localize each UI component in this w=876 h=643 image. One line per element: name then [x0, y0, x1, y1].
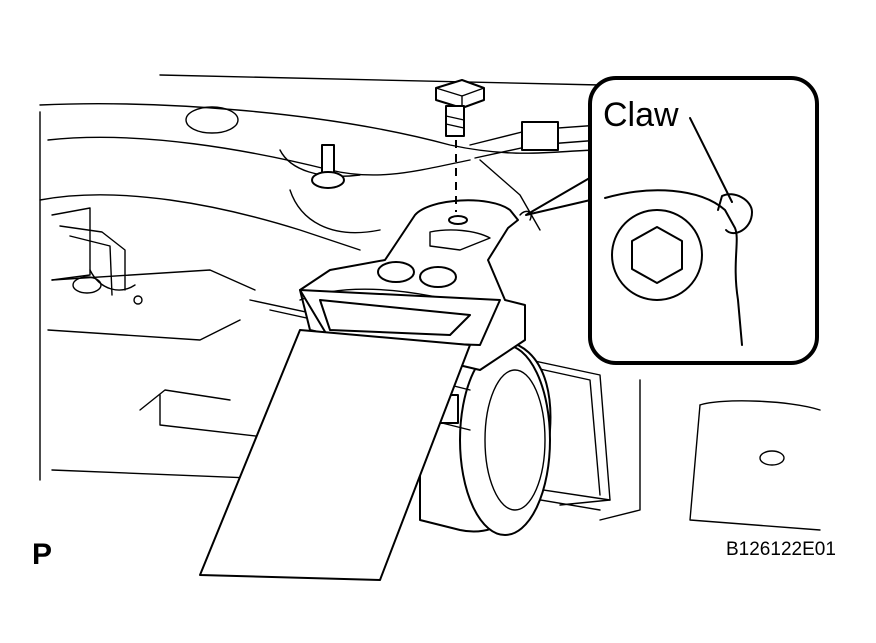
claw-callout-label: Claw: [603, 96, 679, 134]
body-panel-lines: [39, 74, 601, 481]
callout-box: [588, 76, 819, 365]
side-rod-bracket: [51, 207, 136, 296]
figure-id: B126122E01: [726, 539, 836, 560]
wire-harness: [469, 121, 601, 231]
stud-bolt: [311, 144, 345, 189]
view-letter: P: [32, 538, 53, 571]
mounting-bolt: [435, 79, 485, 137]
seatbelt-webbing: [199, 289, 501, 581]
